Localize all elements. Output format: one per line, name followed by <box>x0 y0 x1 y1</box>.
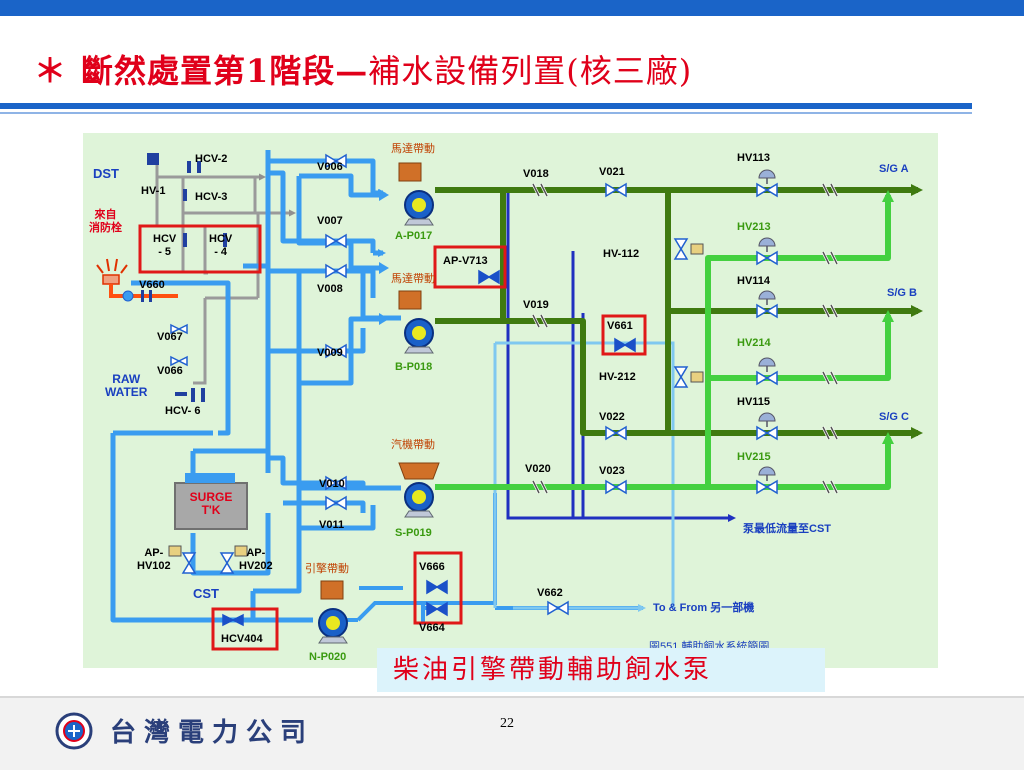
min-flow-label: 泵最低流量至CST <box>743 523 831 535</box>
sg-b-label: S/G B <box>887 287 917 299</box>
hv1-label: HV-1 <box>141 185 166 197</box>
footer <box>0 696 1024 770</box>
ap-hv102-label: AP- HV102 <box>137 547 171 572</box>
sg-c-label: S/G C <box>879 411 909 423</box>
hv115-label: HV115 <box>737 396 771 408</box>
v021-label: V021 <box>599 166 625 178</box>
fire-hydrant-icon <box>96 258 128 274</box>
slide-title: ＊ 斷然處置第1階段—補水設備列置(核三廠) <box>34 46 692 96</box>
v662-label: V662 <box>537 587 563 599</box>
hcv5-label: HCV - 5 <box>153 233 177 258</box>
hv213-label: HV213 <box>737 221 771 233</box>
sg-a-label: S/G A <box>879 163 909 175</box>
motor-driven-b-label: 馬達帶動 <box>391 273 435 285</box>
v660-label: V660 <box>139 279 165 291</box>
top-accent-stripe <box>0 0 1024 16</box>
turbine-driven-label: 汽機帶動 <box>391 439 435 451</box>
company-name: 台灣電力公司 <box>110 718 315 748</box>
title-bullet: ＊ <box>34 52 68 90</box>
v010-label: V010 <box>319 478 345 490</box>
to-from-label: To & From 另一部機 <box>653 602 755 614</box>
hv113-label: HV113 <box>737 152 771 164</box>
taipower-logo-icon <box>54 711 100 755</box>
valve-symbols <box>170 153 778 616</box>
v011-label: V011 <box>319 519 345 531</box>
pump-n-p020 <box>318 580 348 644</box>
hv215-label: HV215 <box>737 451 771 463</box>
ap-hv202-label: AP- HV202 <box>239 547 273 572</box>
v018-label: V018 <box>523 168 549 180</box>
v067-label: V067 <box>157 331 183 343</box>
hv114-label: HV114 <box>737 275 771 287</box>
v007-label: V007 <box>317 215 343 227</box>
dst-label: DST <box>93 166 119 181</box>
engine-driven-label: 引擎帶動 <box>305 563 349 575</box>
title-underline <box>0 103 972 109</box>
v023-label: V023 <box>599 465 625 477</box>
hcv3-label: HCV-3 <box>195 191 228 203</box>
surge-tank-label: SURGE T'K <box>189 490 233 517</box>
raw-water-label: RAW WATER <box>105 372 148 399</box>
v008-label: V008 <box>317 283 343 295</box>
hcv404-label: HCV404 <box>221 633 263 645</box>
cst-label: CST <box>193 586 219 601</box>
v020-label: V020 <box>525 463 551 475</box>
title-bold-part: 斷然處置第1階段— <box>81 52 369 90</box>
a-p017-label: A-P017 <box>395 230 433 242</box>
pump-a-p017 <box>398 162 434 226</box>
pump-s-p019 <box>398 462 440 518</box>
pump-b-p018 <box>398 290 434 354</box>
hv212-label: HV-212 <box>599 371 636 383</box>
ap-v713-label: AP-V713 <box>443 255 488 267</box>
hv214-label: HV214 <box>737 337 771 349</box>
title-underline-thin <box>0 112 972 114</box>
fire-hydrant-label: 來自 消防栓 <box>89 209 122 234</box>
v661-label: V661 <box>607 320 633 332</box>
title-normal-part: 補水設備列置(核三廠) <box>368 52 693 90</box>
hcv4-label: HCV - 4 <box>209 233 233 258</box>
page-number: 22 <box>500 716 514 731</box>
b-p018-label: B-P018 <box>395 361 433 373</box>
aux-feedwater-diagram: .dl { position:absolute; white-space:pre… <box>83 133 938 668</box>
motor-driven-a-label: 馬達帶動 <box>391 143 435 155</box>
hcv2-label: HCV-2 <box>195 153 228 165</box>
s-p019-label: S-P019 <box>395 527 432 539</box>
n-p020-label: N-P020 <box>309 651 347 663</box>
v022-label: V022 <box>599 411 625 423</box>
diesel-pump-caption: 柴油引擎帶動輔助飼水泵 <box>377 648 825 692</box>
light-green-piping <box>435 208 891 490</box>
v006-label: V006 <box>317 161 343 173</box>
v066-label: V066 <box>157 365 183 377</box>
hcv6-label: HCV- 6 <box>165 405 201 417</box>
v666-label: V666 <box>419 561 445 573</box>
hv112-label: HV-112 <box>603 248 640 260</box>
v019-label: V019 <box>523 299 549 311</box>
v664-label: V664 <box>419 622 445 634</box>
v009-label: V009 <box>317 347 343 359</box>
